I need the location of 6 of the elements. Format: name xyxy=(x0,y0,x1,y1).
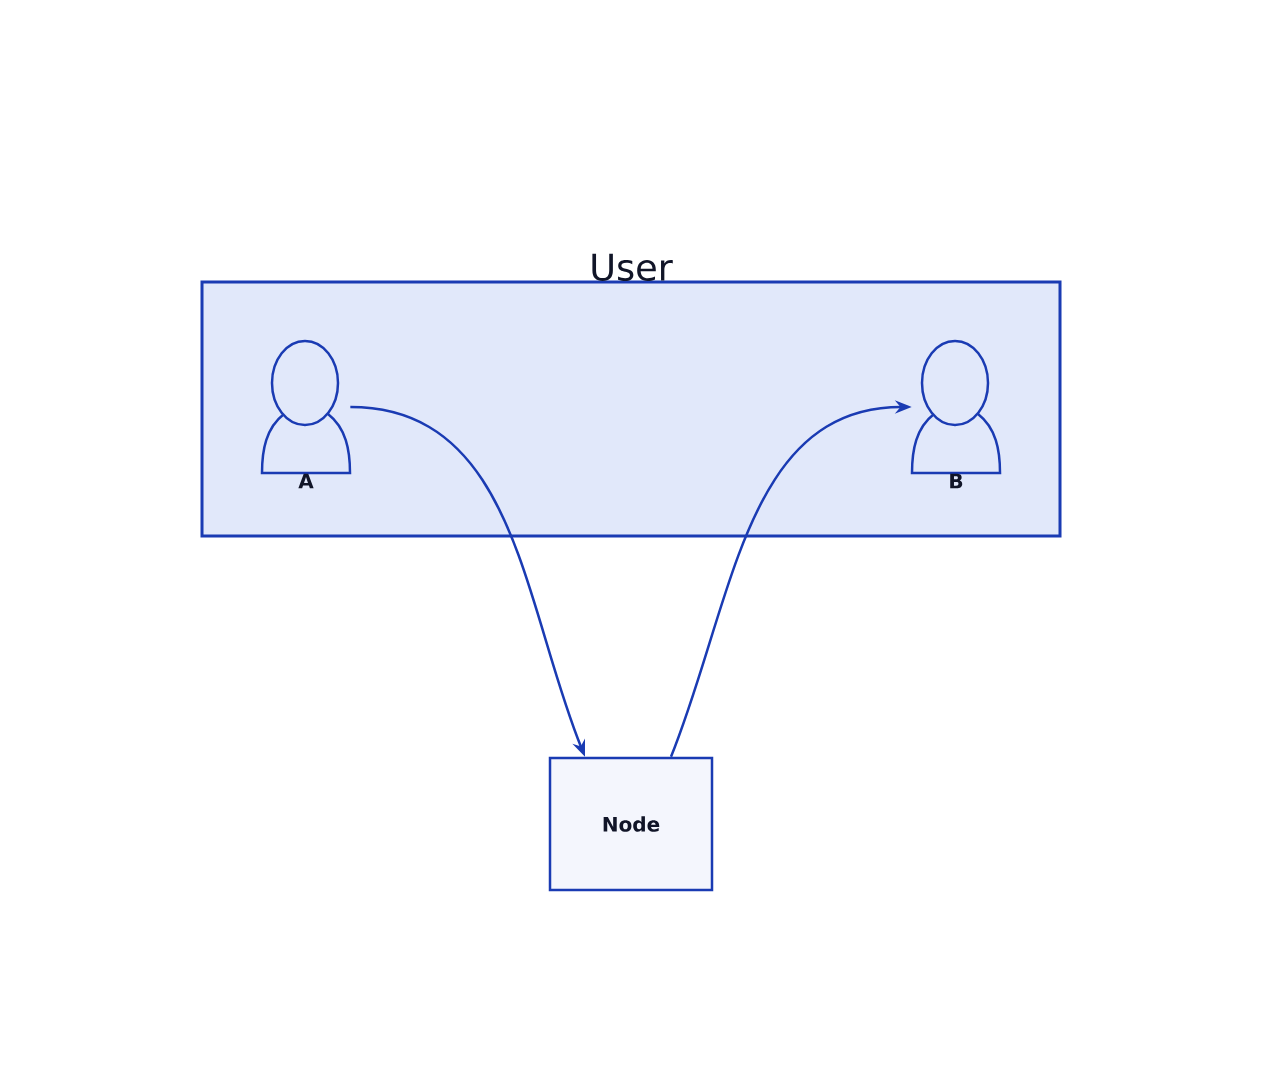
process-box: Node xyxy=(548,756,714,892)
person-icon xyxy=(260,339,352,475)
person-label: A xyxy=(298,473,314,489)
node-label: User xyxy=(592,253,673,282)
person-icon xyxy=(910,339,1002,475)
person-label: B xyxy=(950,473,963,489)
